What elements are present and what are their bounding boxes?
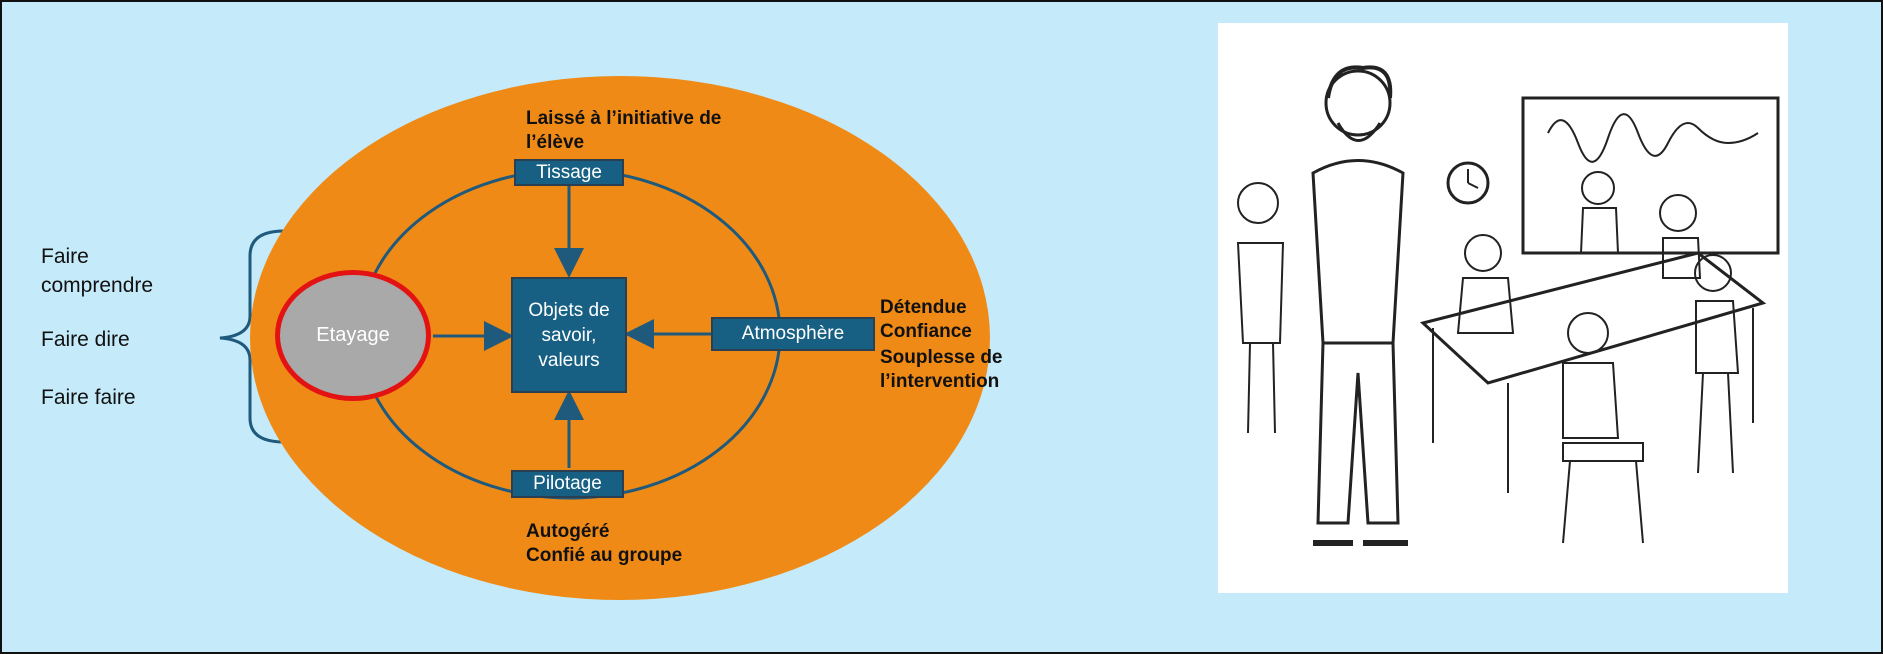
label-faire-faire: Faire faire bbox=[41, 386, 136, 409]
classroom-illustration bbox=[1218, 23, 1788, 593]
label-faire-dire: Faire dire bbox=[41, 328, 130, 351]
pilotage-node: Pilotage bbox=[511, 470, 624, 498]
tissage-node: Tissage bbox=[514, 159, 624, 186]
center-node: Objets de savoir, valeurs bbox=[511, 277, 627, 393]
atmosphere-note-2: Confiance bbox=[880, 321, 972, 342]
classroom-sketch bbox=[1236, 65, 1780, 546]
label-faire-comprendre: Faire comprendre bbox=[41, 245, 154, 297]
atmosphere-note-3: Souplesse de l’intervention bbox=[880, 347, 1003, 392]
atmosphere-node: Atmosphère bbox=[711, 317, 875, 351]
etayage-node: Etayage bbox=[275, 270, 431, 401]
pilotage-note-2: Confié au groupe bbox=[526, 545, 683, 566]
tissage-note: Laissé à l’initiative de l’élève bbox=[526, 108, 722, 153]
atmosphere-note-1: Détendue bbox=[880, 297, 967, 318]
left-brace bbox=[219, 229, 285, 444]
pilotage-note-1: Autogéré bbox=[526, 521, 610, 542]
